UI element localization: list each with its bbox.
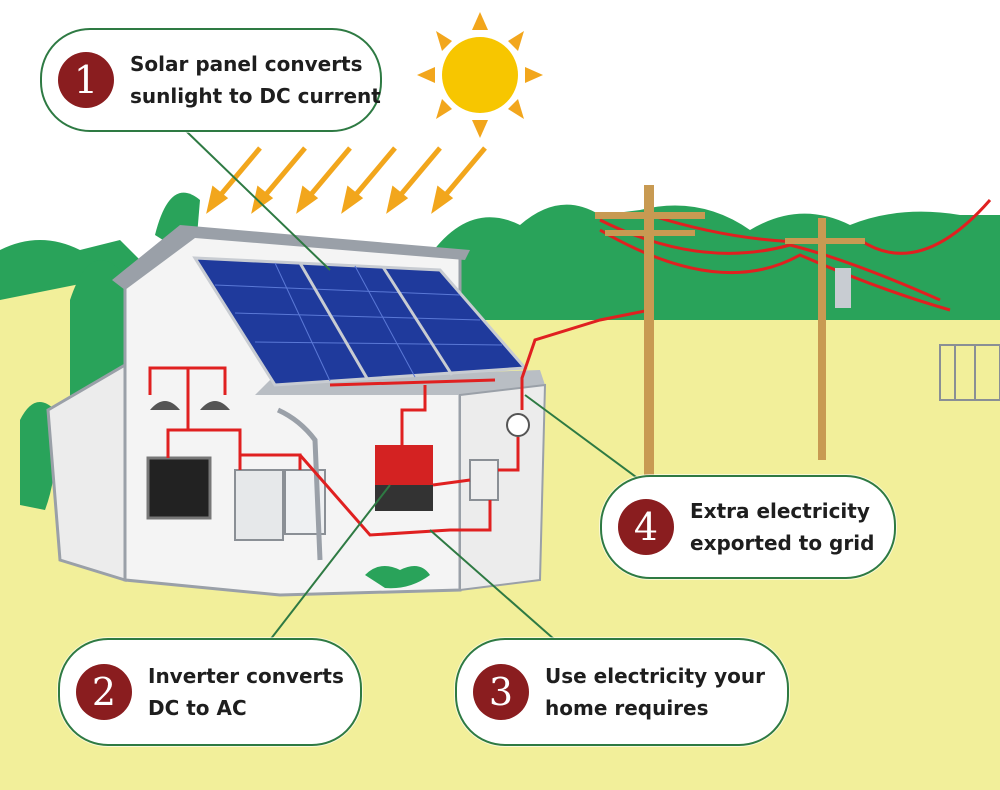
inverter bbox=[375, 445, 433, 511]
callout-3-line-1: Use electricity your bbox=[545, 664, 765, 688]
step-1-badge: 1 bbox=[58, 52, 114, 108]
callout-1-line-1: Solar panel converts bbox=[130, 52, 363, 76]
power-poles bbox=[595, 185, 865, 475]
callout-3-line-2: home requires bbox=[545, 696, 709, 720]
hills-right bbox=[430, 204, 1000, 320]
callout-solar-panel: 1 Solar panel converts sunlight to DC cu… bbox=[40, 28, 382, 132]
tree-left-mid bbox=[70, 260, 130, 400]
callout-4-line-1: Extra electricity bbox=[690, 499, 870, 523]
house-right-wall bbox=[459, 383, 547, 592]
washing-machine bbox=[234, 469, 284, 541]
callout-grid-export: 4 Extra electricity exported to grid bbox=[600, 475, 896, 579]
step-4-badge: 4 bbox=[618, 499, 674, 555]
callout-1-text: Solar panel converts sunlight to DC curr… bbox=[130, 48, 381, 112]
callout-1-line-2: sunlight to DC current bbox=[130, 84, 381, 108]
tree-left-bg bbox=[0, 240, 150, 300]
sunlight-arrows bbox=[206, 146, 487, 214]
callout-2-text: Inverter converts DC to AC bbox=[148, 660, 344, 724]
callout-4-line-2: exported to grid bbox=[690, 531, 875, 555]
step-3-badge: 3 bbox=[473, 664, 529, 720]
sun-icon bbox=[417, 12, 543, 138]
callout-4-text: Extra electricity exported to grid bbox=[690, 495, 874, 559]
downpipe bbox=[276, 407, 323, 561]
substation bbox=[939, 344, 1000, 401]
step-2-badge: 2 bbox=[76, 664, 132, 720]
callout-inverter: 2 Inverter converts DC to AC bbox=[58, 638, 362, 746]
television bbox=[146, 456, 212, 520]
leader-lines bbox=[184, 129, 641, 641]
callout-home-use: 3 Use electricity your home requires bbox=[455, 638, 789, 746]
callout-2-line-2: DC to AC bbox=[148, 696, 247, 720]
breaker-box bbox=[469, 459, 499, 501]
red-wiring bbox=[148, 199, 992, 537]
bush bbox=[365, 566, 430, 589]
solar-panel bbox=[192, 256, 529, 387]
tree-left-front bbox=[20, 402, 57, 510]
meter-icon bbox=[506, 413, 530, 437]
callout-3-text: Use electricity your home requires bbox=[545, 660, 765, 724]
callout-2-line-1: Inverter converts bbox=[148, 664, 344, 688]
ceiling-lamps bbox=[150, 401, 230, 410]
roof-edge bbox=[112, 225, 470, 290]
